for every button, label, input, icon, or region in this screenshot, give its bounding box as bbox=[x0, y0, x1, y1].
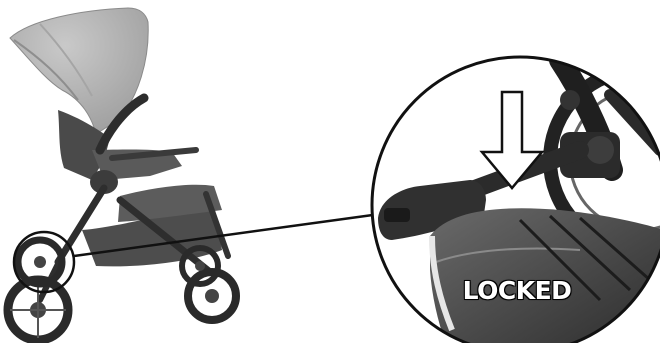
stroller bbox=[8, 8, 236, 340]
locked-label: LOCKED bbox=[462, 276, 572, 306]
